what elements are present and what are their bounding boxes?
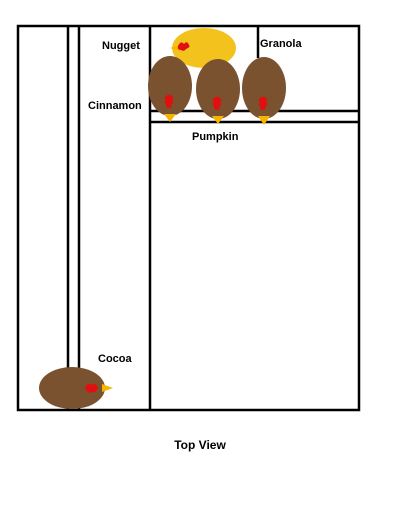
outer-wall — [16, 24, 361, 412]
label-pumpkin: Pumpkin — [192, 131, 239, 143]
label-nugget: Nugget — [102, 40, 140, 52]
diagram-caption: Top View — [174, 438, 226, 452]
label-cinnamon: Cinnamon — [88, 100, 142, 112]
chicken-nugget — [170, 28, 236, 68]
chicken-pumpkin — [196, 59, 240, 124]
chicken-cinnamon — [148, 56, 192, 122]
label-granola: Granola — [260, 38, 302, 50]
label-cocoa: Cocoa — [98, 353, 132, 365]
chicken-cocoa — [39, 367, 113, 409]
chicken-granola — [242, 57, 286, 125]
